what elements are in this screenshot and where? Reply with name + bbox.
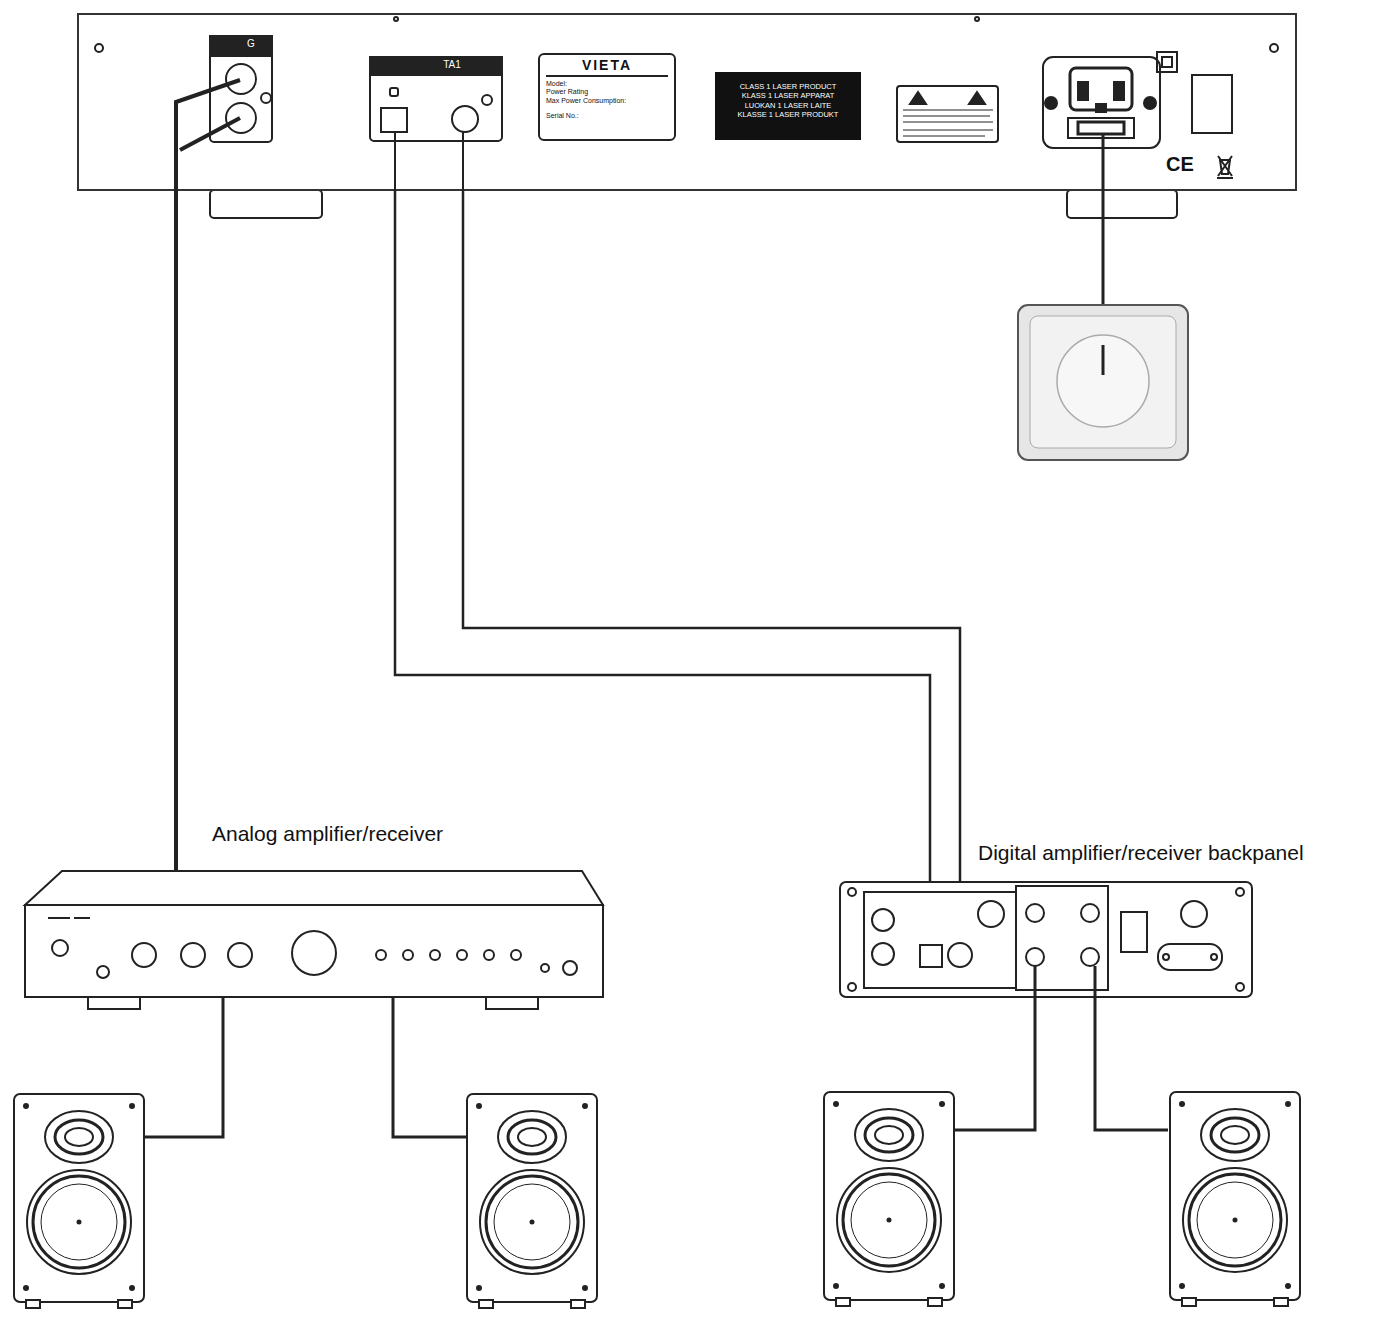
digital-amplifier: Digital amplifier/receiver backpanel	[840, 882, 1252, 997]
brand-name: VIETA	[546, 57, 668, 77]
laser-warning: KLASS 1 LASER APPARAT	[721, 91, 855, 100]
rating-field: Max Power Consumption:	[546, 97, 668, 106]
laser-warning: CLASS 1 LASER PRODUCT	[721, 82, 855, 91]
laser-label: CLASS 1 LASER PRODUCTKLASS 1 LASER APPAR…	[715, 72, 861, 140]
cable	[174, 190, 178, 871]
cable	[395, 190, 930, 882]
rating-field: Power Rating	[546, 88, 668, 97]
rating-label: VIETA Model:Power RatingMax Power Consump…	[538, 53, 676, 141]
port-label: G	[236, 38, 266, 51]
laser-warning: KLASSE 1 LASER PRODUKT	[721, 110, 855, 119]
ce-mark: CE	[1166, 154, 1194, 174]
cable	[463, 190, 960, 882]
rating-field: Serial No.:	[546, 112, 668, 121]
analog-amplifier: Analog amplifier/receiver	[25, 871, 603, 997]
port-label: TA1	[422, 59, 482, 72]
laser-warning: LUOKAN 1 LASER LAITE	[721, 101, 855, 110]
device-caption: Digital amplifier/receiver backpanel	[978, 840, 1304, 866]
rating-field: Model:	[546, 80, 668, 89]
rear-panel: G TA1 VIETA Model:Power RatingMax Power Con…	[78, 14, 1296, 190]
device-caption: Analog amplifier/receiver	[212, 821, 443, 847]
